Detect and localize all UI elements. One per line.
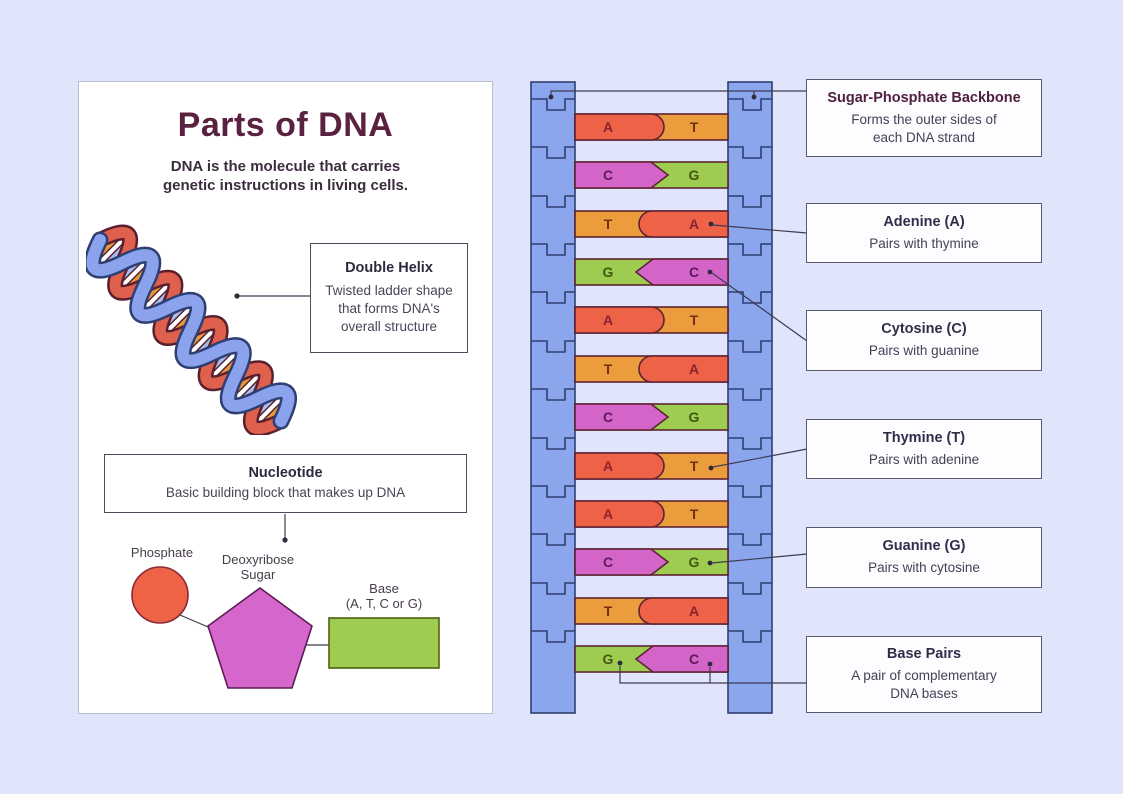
base-letter-A: A <box>689 216 699 232</box>
subtitle-line-2: genetic instructions in living cells. <box>162 177 409 194</box>
rung-overlay-piece <box>634 645 729 673</box>
base-letter-T: T <box>604 361 613 377</box>
base-letter-G: G <box>689 167 700 183</box>
sugar-label: Deoxyribose Sugar <box>221 552 295 582</box>
label-box-adenine: Adenine (A) Pairs with thymine <box>806 203 1042 263</box>
rung-overlay-piece <box>574 452 665 480</box>
base-letter-C: C <box>689 264 699 280</box>
nucleotide-callout: Nucleotide Basic building block that mak… <box>104 454 467 513</box>
base-letter-T: T <box>690 119 699 135</box>
double-helix-line-3: overall structure <box>340 319 438 334</box>
page-title: Parts of DNA <box>177 106 394 144</box>
base-letter-A: A <box>603 312 613 328</box>
rung-overlay-piece <box>638 355 729 383</box>
label-box-guanine: Guanine (G) Pairs with cytosine <box>806 527 1042 588</box>
base-letter-C: C <box>689 651 699 667</box>
phosphate-label: Phosphate <box>130 545 194 560</box>
double-helix-line-1: Twisted ladder shape <box>325 283 453 298</box>
nucleotide-line-1: Basic building block that makes up DNA <box>165 485 406 500</box>
double-helix-line-2: that forms DNA's <box>338 301 440 316</box>
rung-overlay-piece <box>574 548 670 576</box>
base-letter-C: C <box>603 167 613 183</box>
base-letter-G: G <box>603 264 614 280</box>
base-letter-T: T <box>604 603 613 619</box>
base-letter-A: A <box>603 119 613 135</box>
rung-overlay-piece <box>638 210 729 238</box>
base-letter-T: T <box>690 506 699 522</box>
cytosine-label-title: Cytosine (C) <box>881 321 967 337</box>
base-pairs-label-title: Base Pairs <box>886 646 962 662</box>
double-helix-title: Double Helix <box>345 260 433 276</box>
right-backbone-strand <box>727 81 773 714</box>
double-helix-illustration <box>86 224 297 435</box>
base-letter-C: C <box>603 409 613 425</box>
base-letter-G: G <box>603 651 614 667</box>
left-backbone-strand <box>530 81 576 714</box>
base-letter-T: T <box>690 458 699 474</box>
base-letter-A: A <box>689 361 699 377</box>
page-subtitle: DNA is the molecule that carries genetic… <box>78 157 493 195</box>
label-box-thymine: Thymine (T) Pairs with adenine <box>806 419 1042 479</box>
base-letter-G: G <box>689 409 700 425</box>
guanine-label-title: Guanine (G) <box>882 538 966 554</box>
double-helix-callout: Double Helix Twisted ladder shape that f… <box>310 243 468 353</box>
base-letter-T: T <box>604 216 613 232</box>
label-box-cytosine: Cytosine (C) Pairs with guanine <box>806 310 1042 371</box>
rung-overlay-piece <box>574 306 665 334</box>
nucleotide-title: Nucleotide <box>248 465 323 481</box>
thymine-label-title: Thymine (T) <box>882 429 966 446</box>
base-letter-G: G <box>689 554 700 570</box>
label-box-backbone: Sugar-Phosphate Backbone Forms the outer… <box>806 79 1042 157</box>
rung-overlay-piece <box>574 113 665 141</box>
base-label: Base (A, T, C or G) <box>345 581 423 611</box>
label-box-base-pairs: Base Pairs A pair of complementary DNA b… <box>806 636 1042 713</box>
rung-overlay-piece <box>574 161 670 189</box>
base-letter-A: A <box>603 458 613 474</box>
base-letter-A: A <box>689 603 699 619</box>
subtitle-line-1: DNA is the molecule that carries <box>170 158 401 175</box>
backbone-label-title: Sugar-Phosphate Backbone <box>827 89 1021 106</box>
rung-overlay-piece <box>638 597 729 625</box>
base-letter-T: T <box>690 312 699 328</box>
rung-overlay-piece <box>634 258 729 286</box>
base-letter-A: A <box>603 506 613 522</box>
rung-overlay-piece <box>574 500 665 528</box>
base-letter-C: C <box>603 554 613 570</box>
rung-overlay-piece <box>574 403 670 431</box>
adenine-label-title: Adenine (A) <box>883 213 965 230</box>
